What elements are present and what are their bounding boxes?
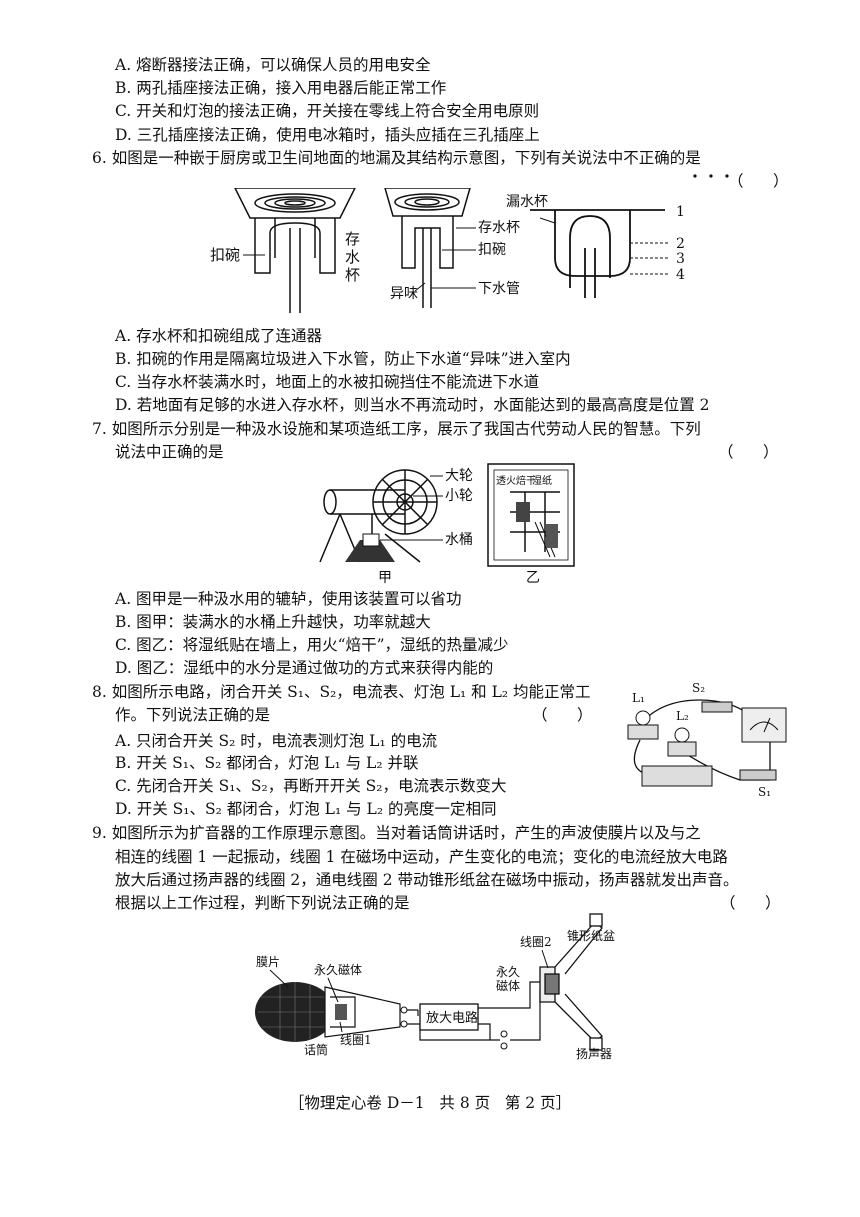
q7-option-a: A. 图甲是一种汲水用的辘轳，使用该装置可以省功 bbox=[115, 590, 462, 608]
label-huatong: 话筒 bbox=[304, 1042, 328, 1057]
label-zhuixingzhipen: 锥形纸盆 bbox=[567, 929, 615, 943]
label-kouwan-mid: 扣碗 bbox=[478, 242, 506, 258]
label-xianquan2: 线圈2 bbox=[520, 935, 552, 949]
worker-figure-2 bbox=[546, 524, 558, 548]
label-yangshengqi: 扬声器 bbox=[576, 1046, 612, 1060]
bulb-l1-base bbox=[627, 724, 659, 740]
position-4: 4 bbox=[676, 267, 685, 283]
q8-option-a: A. 只闭合开关 S₂ 时，电流表测灯泡 L₁ 的电流 bbox=[115, 732, 438, 750]
label-yi: 乙 bbox=[526, 570, 540, 586]
label-fangdadianlu: 放大电路 bbox=[426, 1010, 478, 1026]
position-3: 3 bbox=[676, 251, 685, 267]
q7-stem-line1: 7. 如图所示分别是一种汲水设施和某项造纸工序，展示了我国古代劳动人民的智慧。下… bbox=[92, 420, 701, 438]
ammeter-icon bbox=[741, 707, 787, 743]
q5-option-d: D. 三孔插座接法正确，使用电冰箱时，插头应插在三孔插座上 bbox=[115, 126, 540, 144]
q8-answer-bracket[interactable]: （ ） bbox=[532, 706, 593, 724]
q7-option-d: D. 图乙：湿纸中的水分是通过做功的方式来获得内能的 bbox=[115, 659, 494, 677]
microphone-icon bbox=[255, 982, 401, 1042]
switch-s2-icon bbox=[701, 701, 733, 713]
q6-option-d: D. 若地面有足够的水进入存水杯，则当水不再流动时，水面能达到的最高高度是位置 … bbox=[115, 396, 710, 414]
amplifier-box bbox=[419, 1003, 479, 1031]
label-citi-spk: 磁体 bbox=[496, 978, 520, 993]
label-bei: 杯 bbox=[345, 266, 360, 284]
q7-option-b: B. 图甲：装满水的水桶上升越快，功率就越大 bbox=[115, 613, 431, 631]
label-cun: 存 bbox=[345, 230, 360, 248]
q7-stem-line2: 说法中正确的是 bbox=[115, 443, 224, 461]
label-s2: S₂ bbox=[692, 681, 705, 695]
circuit-figure: L₁ S₂ L₂ S₁ bbox=[627, 681, 787, 798]
label-xiashuiguan: 下水管 bbox=[478, 281, 520, 297]
q7-option-c: C. 图乙：将湿纸贴在墙上，用火“焙干”，湿纸的热量减少 bbox=[115, 636, 509, 654]
q9-stem-line3: 放大后通过扬声器的线圈 2，通电线圈 2 带动锥形纸盆在磁场中振动，扬声器就发出… bbox=[115, 871, 739, 889]
battery-icon bbox=[641, 765, 713, 787]
position-2: 2 bbox=[676, 236, 685, 252]
label-shuitong: 水桶 bbox=[445, 532, 473, 548]
q8-option-d: D. 开关 S₁、S₂ 都闭合，灯泡 L₁ 与 L₂ 的亮度一定相同 bbox=[115, 800, 497, 818]
q8-option-c: C. 先闭合开关 S₁、S₂，再断开开关 S₂，电流表示数变大 bbox=[115, 777, 507, 795]
page-footer: ［物理定心卷 D－1 共 8 页 第 2 页］ bbox=[288, 1094, 572, 1112]
q8-option-b: B. 开关 S₁、S₂ 都闭合，灯泡 L₁ 与 L₂ 并联 bbox=[115, 754, 419, 772]
label-jia: 甲 bbox=[378, 570, 392, 586]
floor-drain-left bbox=[234, 188, 356, 313]
label-kouwan-left: 扣碗 bbox=[210, 246, 240, 264]
label-xianquan1: 线圈1 bbox=[340, 1033, 372, 1047]
bulb-l2-base bbox=[667, 741, 697, 757]
bulb-l2-icon bbox=[674, 727, 690, 743]
q6-option-c: C. 当存水杯装满水时，地面上的水被扣碗挡住不能流进下水道 bbox=[115, 373, 540, 391]
q5-option-c: C. 开关和灯泡的接法正确，开关接在零线上符合安全用电原则 bbox=[115, 102, 540, 120]
speaker-icon bbox=[539, 913, 603, 1051]
label-dalun: 大轮 bbox=[445, 468, 473, 484]
bulb-l1-icon bbox=[635, 710, 651, 726]
q6-stem: 6. 如图是一种嵌于厨房或卫生间地面的地漏及其结构示意图，下列有关说法中不正确的… bbox=[92, 149, 701, 167]
switch-s1-icon bbox=[739, 769, 777, 781]
q7-figure: 大轮 小轮 水桶 甲 透火焙干 湿纸 乙 bbox=[319, 463, 575, 586]
q5-option-b: B. 两孔插座接法正确，接入用电器后能正常工作 bbox=[115, 79, 447, 97]
label-shizhi: 湿纸 bbox=[532, 474, 552, 487]
floor-drain-middle bbox=[384, 188, 471, 308]
label-l2: L₂ bbox=[676, 709, 689, 723]
label-shui: 水 bbox=[345, 248, 360, 266]
bucket-icon bbox=[362, 533, 380, 547]
label-xiaolun: 小轮 bbox=[445, 488, 473, 504]
worker-figure-1 bbox=[516, 502, 530, 522]
q9-stem-line1: 9. 如图所示为扩音器的工作原理示意图。当对着话筒讲话时，产生的声波使膜片以及与… bbox=[92, 824, 701, 842]
q7-answer-bracket[interactable]: （ ） bbox=[718, 443, 779, 461]
drain-cross-section bbox=[530, 209, 665, 298]
label-cunshuibei: 存水杯 bbox=[478, 220, 520, 236]
papermaking-illustration bbox=[487, 463, 575, 567]
q9-answer-bracket[interactable]: （ ） bbox=[720, 894, 781, 912]
windlass-diagram bbox=[319, 469, 438, 563]
label-l1: L₁ bbox=[632, 691, 645, 705]
label-loushuibei: 漏水杯 bbox=[506, 194, 548, 210]
label-touhuo: 透火焙干 bbox=[496, 474, 536, 487]
well-base bbox=[345, 540, 395, 562]
amplifier-figure: 膜片 永久磁体 线圈1 话筒 放大电路 线圈2 锥形纸盆 永久 磁体 扬声器 bbox=[255, 913, 615, 1060]
label-yongjiucit-mic: 永久磁体 bbox=[314, 962, 362, 977]
q6-option-b: B. 扣碗的作用是隔离垃圾进入下水管，防止下水道“异味”进入室内 bbox=[115, 350, 571, 368]
label-yongjiu-spk: 永久 bbox=[496, 965, 520, 979]
emphasis-dots bbox=[690, 165, 740, 183]
label-s1: S₁ bbox=[758, 785, 771, 798]
q9-stem-line4: 根据以上工作过程，判断下列说法正确的是 bbox=[115, 894, 410, 912]
q9-stem-line2: 相连的线圈 1 一起振动，线圈 1 在磁场中运动，产生变化的电流；变化的电流经放… bbox=[115, 848, 728, 866]
floor-drain-figure: 扣碗 存 水 杯 异味 存水杯 扣碗 下水管 漏水杯 1 2 3 4 bbox=[210, 188, 685, 313]
q8-stem-line1: 8. 如图所示电路，闭合开关 S₁、S₂，电流表、灯泡 L₁ 和 L₂ 均能正常… bbox=[92, 683, 591, 701]
label-mopian: 膜片 bbox=[256, 955, 280, 969]
position-1: 1 bbox=[676, 204, 685, 220]
q6-answer-bracket[interactable]: （ ） bbox=[728, 172, 789, 190]
q5-option-a: A. 熔断器接法正确，可以确保人员的用电安全 bbox=[115, 56, 431, 74]
label-yiwei: 异味 bbox=[390, 286, 418, 302]
q8-stem-line2: 作。下列说法正确的是 bbox=[115, 706, 271, 724]
q6-option-a: A. 存水杯和扣碗组成了连通器 bbox=[115, 327, 323, 345]
